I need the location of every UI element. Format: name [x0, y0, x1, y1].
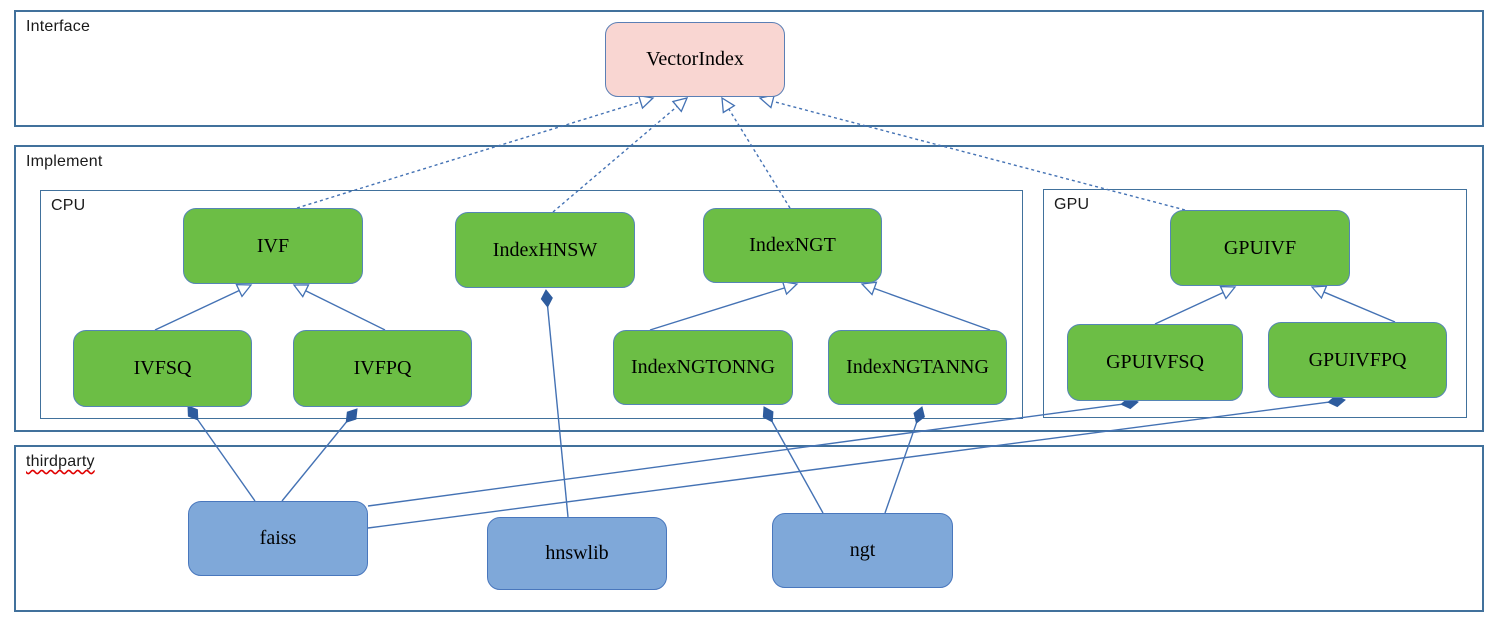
indexngt-node[interactable]: IndexNGT: [703, 208, 882, 283]
gpuivfpq-node[interactable]: GPUIVFPQ: [1268, 322, 1447, 398]
vectorindex-node[interactable]: VectorIndex: [605, 22, 785, 97]
ivf-node[interactable]: IVF: [183, 208, 363, 284]
indexngtonng-node-label: IndexNGTONNG: [630, 356, 776, 378]
ivfpq-node-label: IVFPQ: [353, 357, 412, 379]
ngt-node[interactable]: ngt: [772, 513, 953, 588]
gpuivf-node[interactable]: GPUIVF: [1170, 210, 1350, 286]
hnswlib-node-label: hnswlib: [545, 542, 609, 564]
gpu-label: GPU: [1054, 196, 1090, 213]
cpu-label: CPU: [51, 197, 86, 214]
ivfpq-node[interactable]: IVFPQ: [293, 330, 472, 407]
gpuivfpq-node-label: GPUIVFPQ: [1308, 348, 1407, 371]
vectorindex-node-label: VectorIndex: [646, 48, 744, 70]
interface-label: Interface: [26, 18, 91, 35]
implement-label: Implement: [26, 153, 103, 170]
ivf-node-label: IVF: [256, 234, 290, 257]
indexhnsw-node[interactable]: IndexHNSW: [455, 212, 635, 288]
ivfsq-node[interactable]: IVFSQ: [73, 330, 252, 407]
faiss-node-label: faiss: [259, 527, 297, 549]
faiss-node[interactable]: faiss: [188, 501, 368, 576]
thirdparty-label: thirdparty: [26, 453, 95, 470]
indexhnsw-node-label: IndexHNSW: [492, 238, 598, 261]
hnswlib-node[interactable]: hnswlib: [487, 517, 667, 590]
indexngtanng-node-label: IndexNGTANNG: [846, 356, 989, 378]
ngt-node-label: ngt: [849, 539, 876, 561]
indexngt-node-label: IndexNGT: [749, 234, 836, 256]
gpuivf-node-label: GPUIVF: [1223, 236, 1297, 259]
gpuivfsq-node[interactable]: GPUIVFSQ: [1067, 324, 1243, 401]
gpuivfsq-node-label: GPUIVFSQ: [1106, 351, 1204, 373]
indexngtonng-node[interactable]: IndexNGTONNG: [613, 330, 793, 405]
indexngtanng-node[interactable]: IndexNGTANNG: [828, 330, 1007, 405]
ivfsq-node-label: IVFSQ: [133, 357, 192, 379]
